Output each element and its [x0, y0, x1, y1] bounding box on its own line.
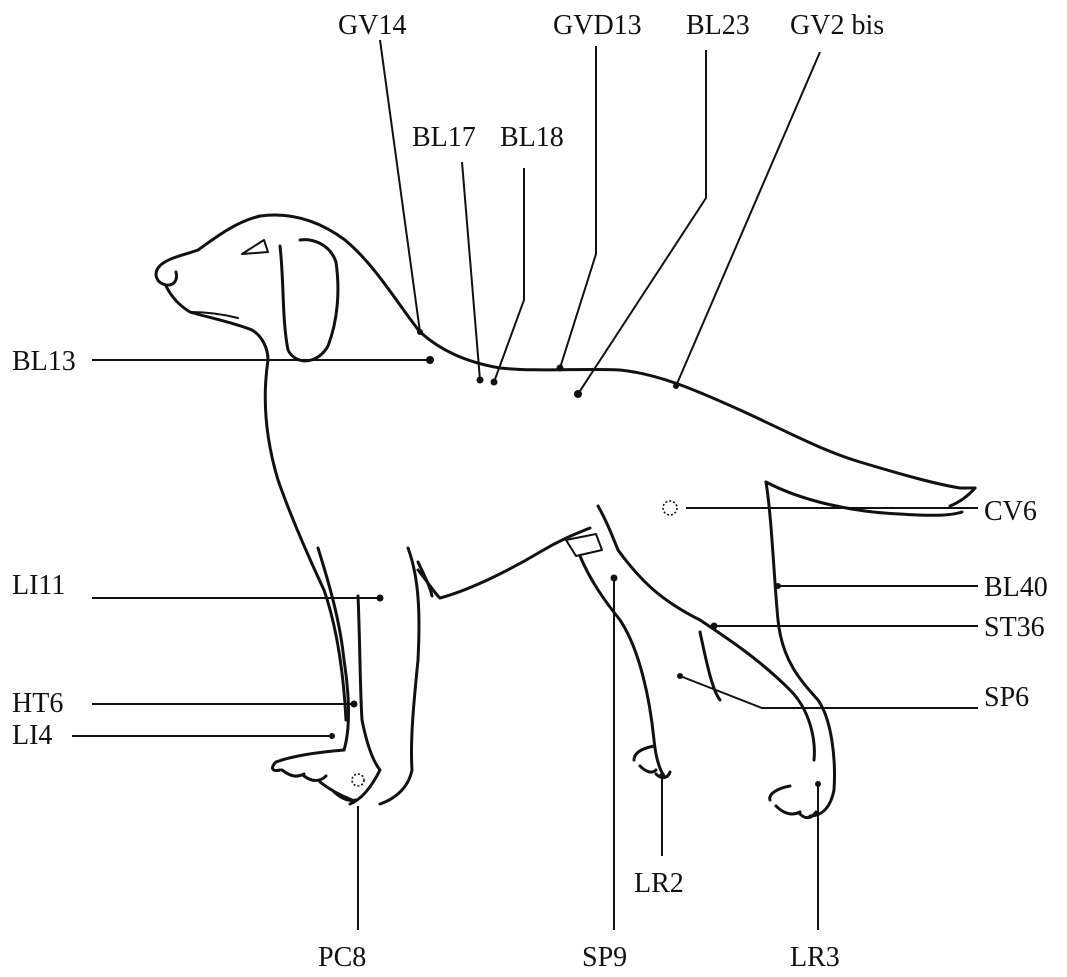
dog-muzzle	[166, 286, 268, 360]
label-gv14: GV14	[338, 10, 406, 41]
point-sp9	[611, 575, 618, 582]
label-sp6: SP6	[984, 682, 1029, 713]
point-li11	[377, 595, 384, 602]
dog-nose	[156, 268, 176, 285]
dog-front-leg-far	[380, 548, 419, 804]
point-st36	[711, 623, 718, 630]
label-pc8: PC8	[318, 942, 366, 973]
dog-ear	[280, 240, 338, 361]
leader-gv14	[380, 40, 420, 332]
label-gvd13: GVD13	[553, 10, 642, 41]
point-sp6	[677, 673, 683, 679]
label-bl18: BL18	[500, 122, 564, 153]
label-bl40: BL40	[984, 572, 1048, 603]
point-bl13	[426, 356, 434, 364]
dog-chest	[265, 360, 346, 720]
point-lr2	[659, 773, 665, 779]
leader-sp6	[680, 676, 978, 708]
dog-hind-thigh	[598, 506, 814, 760]
point-ht6	[351, 701, 358, 708]
point-li4	[329, 733, 335, 739]
label-cv6: CV6	[984, 496, 1037, 527]
acupoint-markers	[72, 40, 978, 930]
dog-tail	[766, 482, 975, 515]
point-bl18	[491, 379, 498, 386]
label-gv2bis: GV2 bis	[790, 10, 884, 41]
point-pc8	[352, 774, 364, 786]
leader-bl23	[578, 50, 706, 394]
leader-bl18	[494, 168, 524, 382]
label-bl17: BL17	[412, 122, 476, 153]
point-bl23	[574, 390, 582, 398]
point-bl17	[477, 377, 484, 384]
label-sp9: SP9	[582, 942, 627, 973]
point-cv6	[663, 501, 677, 515]
point-gv14	[417, 329, 423, 335]
label-li11: LI11	[12, 570, 65, 601]
label-lr3: LR3	[790, 942, 840, 973]
label-lr2: LR2	[634, 868, 684, 899]
point-gv2bis	[673, 383, 679, 389]
dog-illustration	[156, 215, 975, 818]
dog-front-paw-near	[320, 782, 356, 801]
label-bl13: BL13	[12, 346, 76, 377]
dog-hind-leg-far	[766, 482, 834, 816]
dog-eye	[242, 240, 268, 254]
dog-belly	[418, 528, 590, 598]
dog-hind-paw-near	[634, 746, 670, 778]
acupoint-labels: GV14 GVD13 BL23 GV2 bis BL17 BL18 BL13 C…	[12, 10, 1048, 973]
point-gvd13	[557, 365, 564, 372]
leader-gvd13	[560, 46, 596, 368]
point-bl40	[775, 583, 781, 589]
label-ht6: HT6	[12, 688, 63, 719]
dog-hind-paw-far	[770, 786, 816, 818]
point-lr3	[815, 781, 821, 787]
label-st36: ST36	[984, 612, 1045, 643]
dog-front-paw-far	[273, 750, 344, 781]
dog-front-leg-near	[318, 548, 380, 804]
label-li4: LI4	[12, 720, 52, 751]
leader-bl17	[462, 162, 480, 380]
dog-elbow	[418, 562, 432, 596]
label-bl23: BL23	[686, 10, 750, 41]
leader-gv2bis	[676, 52, 820, 386]
